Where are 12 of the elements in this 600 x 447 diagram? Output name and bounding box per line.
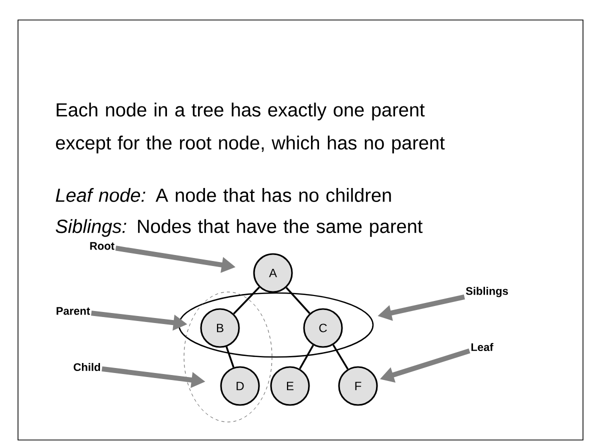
tree-edge — [286, 287, 310, 314]
callout-label: Root — [90, 242, 114, 250]
text-paragraph: Leaf node: A node that has no children — [56, 188, 391, 202]
callout-label: Siblings — [466, 286, 508, 298]
tree-edge — [226, 346, 234, 368]
text-paragraph: Siblings: Nodes that have the same parent — [56, 219, 423, 237]
callout-label: Leaf — [471, 342, 494, 352]
tree-edge — [332, 344, 349, 370]
text-paragraph: Each node in a tree has exactly one parent except for the root node, which has no parent — [56, 102, 445, 154]
callout-label: Child — [74, 362, 100, 372]
tree-edge — [299, 344, 314, 370]
callout-label: Parent — [56, 307, 90, 315]
